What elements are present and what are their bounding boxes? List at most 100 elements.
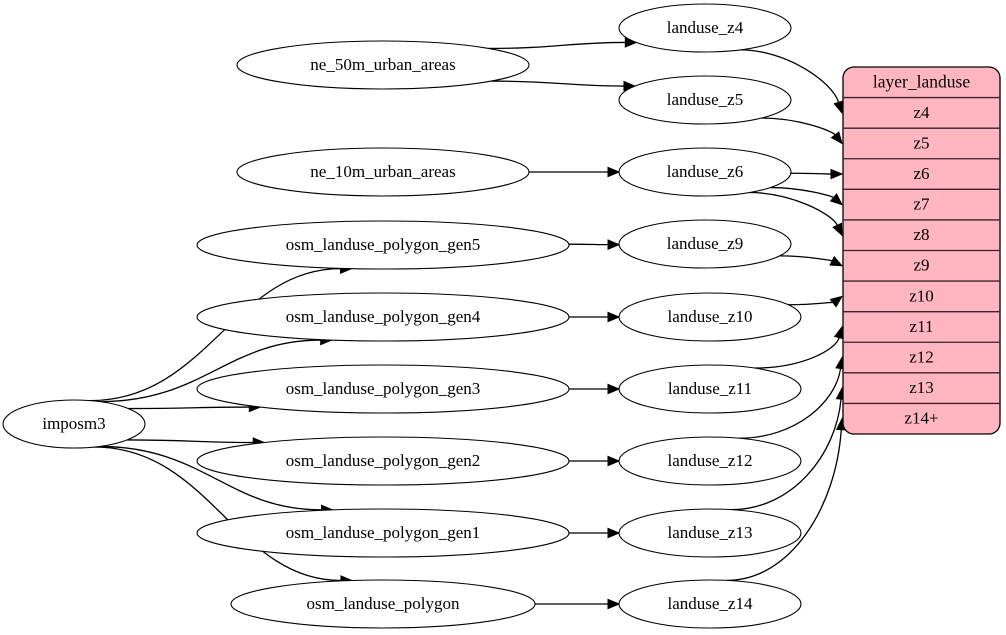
edge-osm_landuse_polygon_gen3-to-landuse_z11 xyxy=(569,383,621,395)
edge-arrowhead xyxy=(830,168,844,180)
table-row[interactable]: z7 xyxy=(913,195,930,214)
edge-path xyxy=(754,337,840,369)
node-label-landuse_z14: landuse_z14 xyxy=(668,594,753,613)
table-row-label-z5: z5 xyxy=(913,133,929,152)
node-ne_50m_urban_areas[interactable]: ne_50m_urban_areas xyxy=(236,40,530,90)
node-label-landuse_z10: landuse_z10 xyxy=(668,307,753,326)
edge-osm_landuse_polygon_gen4-to-landuse_z10 xyxy=(569,311,621,323)
table-row[interactable]: z13 xyxy=(909,378,934,397)
edge-arrowhead xyxy=(607,166,621,178)
edge-path xyxy=(94,446,341,582)
edge-arrowhead xyxy=(829,255,844,267)
node-landuse_z6[interactable]: landuse_z6 xyxy=(618,147,792,197)
node-osm_landuse_polygon[interactable]: osm_landuse_polygon xyxy=(230,579,536,629)
table-row[interactable]: z12 xyxy=(909,347,934,366)
node-landuse_z11[interactable]: landuse_z11 xyxy=(618,364,802,414)
node-layer: imposm3 ne_50m_urban_areas ne_10m_urban_ar… xyxy=(2,3,802,629)
edge-landuse_z5-to-layer_landuse-z5 xyxy=(761,117,843,145)
edge-arrowhead xyxy=(607,527,621,539)
edge-arrowhead xyxy=(833,325,845,340)
node-label-landuse_z6: landuse_z6 xyxy=(667,162,743,181)
node-label-osm_landuse_polygon_gen3: osm_landuse_polygon_gen3 xyxy=(286,379,481,398)
edge-arrowhead xyxy=(832,222,843,237)
node-label-osm_landuse_polygon_gen4: osm_landuse_polygon_gen4 xyxy=(286,307,481,326)
table-row[interactable]: z4 xyxy=(913,103,930,122)
table-row-label-z13: z13 xyxy=(909,378,934,397)
table-row-label-z12: z12 xyxy=(909,347,934,366)
node-shape-osm_landuse_polygon xyxy=(230,579,536,629)
table-row-label-z4: z4 xyxy=(913,103,930,122)
edge-ne_50m_urban_areas-to-landuse_z5 xyxy=(491,80,637,92)
node-shape-osm_landuse_polygon_gen5 xyxy=(196,220,570,270)
edge-landuse_z4-to-layer_landuse-z4 xyxy=(740,49,844,115)
node-label-landuse_z4: landuse_z4 xyxy=(667,18,744,37)
edge-path xyxy=(790,172,832,175)
node-label-osm_landuse_polygon_gen1: osm_landuse_polygon_gen1 xyxy=(286,523,481,542)
edge-arrowhead xyxy=(607,455,621,467)
node-label-landuse_z5: landuse_z5 xyxy=(667,90,743,109)
table-row-label-z8: z8 xyxy=(913,225,929,244)
edge-path xyxy=(788,301,834,306)
node-label-osm_landuse_polygon_gen5: osm_landuse_polygon_gen5 xyxy=(286,235,481,254)
node-ne_10m_urban_areas[interactable]: ne_10m_urban_areas xyxy=(236,147,530,197)
edge-arrowhead xyxy=(833,100,844,115)
edge-layer xyxy=(90,37,847,610)
table-row[interactable]: z11 xyxy=(910,317,934,336)
edge-path xyxy=(99,445,322,511)
node-landuse_z10[interactable]: landuse_z10 xyxy=(618,292,802,342)
edge-arrowhead xyxy=(829,193,843,206)
edge-osm_landuse_polygon_gen2-to-landuse_z12 xyxy=(569,455,621,467)
edge-path xyxy=(731,399,842,511)
node-landuse_z14[interactable]: landuse_z14 xyxy=(618,579,802,629)
table-row[interactable]: z9 xyxy=(913,256,929,275)
node-shape-ne_50m_urban_areas xyxy=(236,40,530,90)
node-shape-landuse_z12 xyxy=(618,436,802,486)
node-landuse_z13[interactable]: landuse_z13 xyxy=(618,508,802,558)
table-row[interactable]: z6 xyxy=(913,164,929,183)
table-row-label-z10: z10 xyxy=(909,286,934,305)
node-landuse_z9[interactable]: landuse_z9 xyxy=(618,219,792,269)
table-row[interactable]: z10 xyxy=(909,286,934,305)
edge-path xyxy=(99,339,321,403)
table-row-label-z11: z11 xyxy=(910,317,934,336)
node-imposm3[interactable]: imposm3 xyxy=(2,399,146,449)
edge-landuse_z10-to-layer_landuse-z10 xyxy=(788,295,844,308)
node-label-landuse_z11: landuse_z11 xyxy=(668,379,752,398)
edge-path xyxy=(761,117,836,136)
table-row-label-z7: z7 xyxy=(913,195,930,214)
node-label-ne_50m_urban_areas: ne_50m_urban_areas xyxy=(310,55,455,74)
node-osm_landuse_polygon_gen1[interactable]: osm_landuse_polygon_gen1 xyxy=(196,508,570,558)
table-row[interactable]: z8 xyxy=(913,225,929,244)
node-landuse_z12[interactable]: landuse_z12 xyxy=(618,436,802,486)
table-layer: layer_landusez4z5z6z7z8z9z10z11z12z13z14… xyxy=(842,66,1001,435)
node-osm_landuse_polygon_gen5[interactable]: osm_landuse_polygon_gen5 xyxy=(196,220,570,270)
table-layer_landuse[interactable]: layer_landusez4z5z6z7z8z9z10z11z12z13z14… xyxy=(842,66,1001,435)
node-osm_landuse_polygon_gen3[interactable]: osm_landuse_polygon_gen3 xyxy=(196,364,570,414)
node-shape-landuse_z5 xyxy=(618,75,792,125)
edge-path xyxy=(726,429,842,582)
node-label-landuse_z13: landuse_z13 xyxy=(668,523,753,542)
node-shape-landuse_z6 xyxy=(618,147,792,197)
edge-ne_50m_urban_areas-to-landuse_z4 xyxy=(488,37,638,50)
edge-arrowhead xyxy=(829,295,844,308)
node-osm_landuse_polygon_gen2[interactable]: osm_landuse_polygon_gen2 xyxy=(196,436,570,486)
node-label-imposm3: imposm3 xyxy=(42,414,105,433)
node-label-osm_landuse_polygon: osm_landuse_polygon xyxy=(307,594,460,613)
node-landuse_z4[interactable]: landuse_z4 xyxy=(618,3,792,53)
edge-path xyxy=(779,255,833,262)
table-row[interactable]: z5 xyxy=(913,133,929,152)
node-landuse_z5[interactable]: landuse_z5 xyxy=(618,75,792,125)
edge-path xyxy=(739,368,842,439)
node-shape-landuse_z14 xyxy=(618,579,802,629)
table-row-label-z14+: z14+ xyxy=(904,409,938,428)
edge-landuse_z6-to-layer_landuse-z6 xyxy=(790,168,844,180)
edge-path xyxy=(491,80,624,87)
edge-osm_landuse_polygon_gen5-to-landuse_z9 xyxy=(568,239,621,250)
node-osm_landuse_polygon_gen4[interactable]: osm_landuse_polygon_gen4 xyxy=(196,292,570,342)
node-label-osm_landuse_polygon_gen2: osm_landuse_polygon_gen2 xyxy=(286,451,481,470)
node-shape-landuse_z11 xyxy=(618,364,802,414)
table-row[interactable]: z14+ xyxy=(904,409,938,428)
edge-arrowhead xyxy=(607,311,621,323)
edge-path xyxy=(127,439,254,444)
